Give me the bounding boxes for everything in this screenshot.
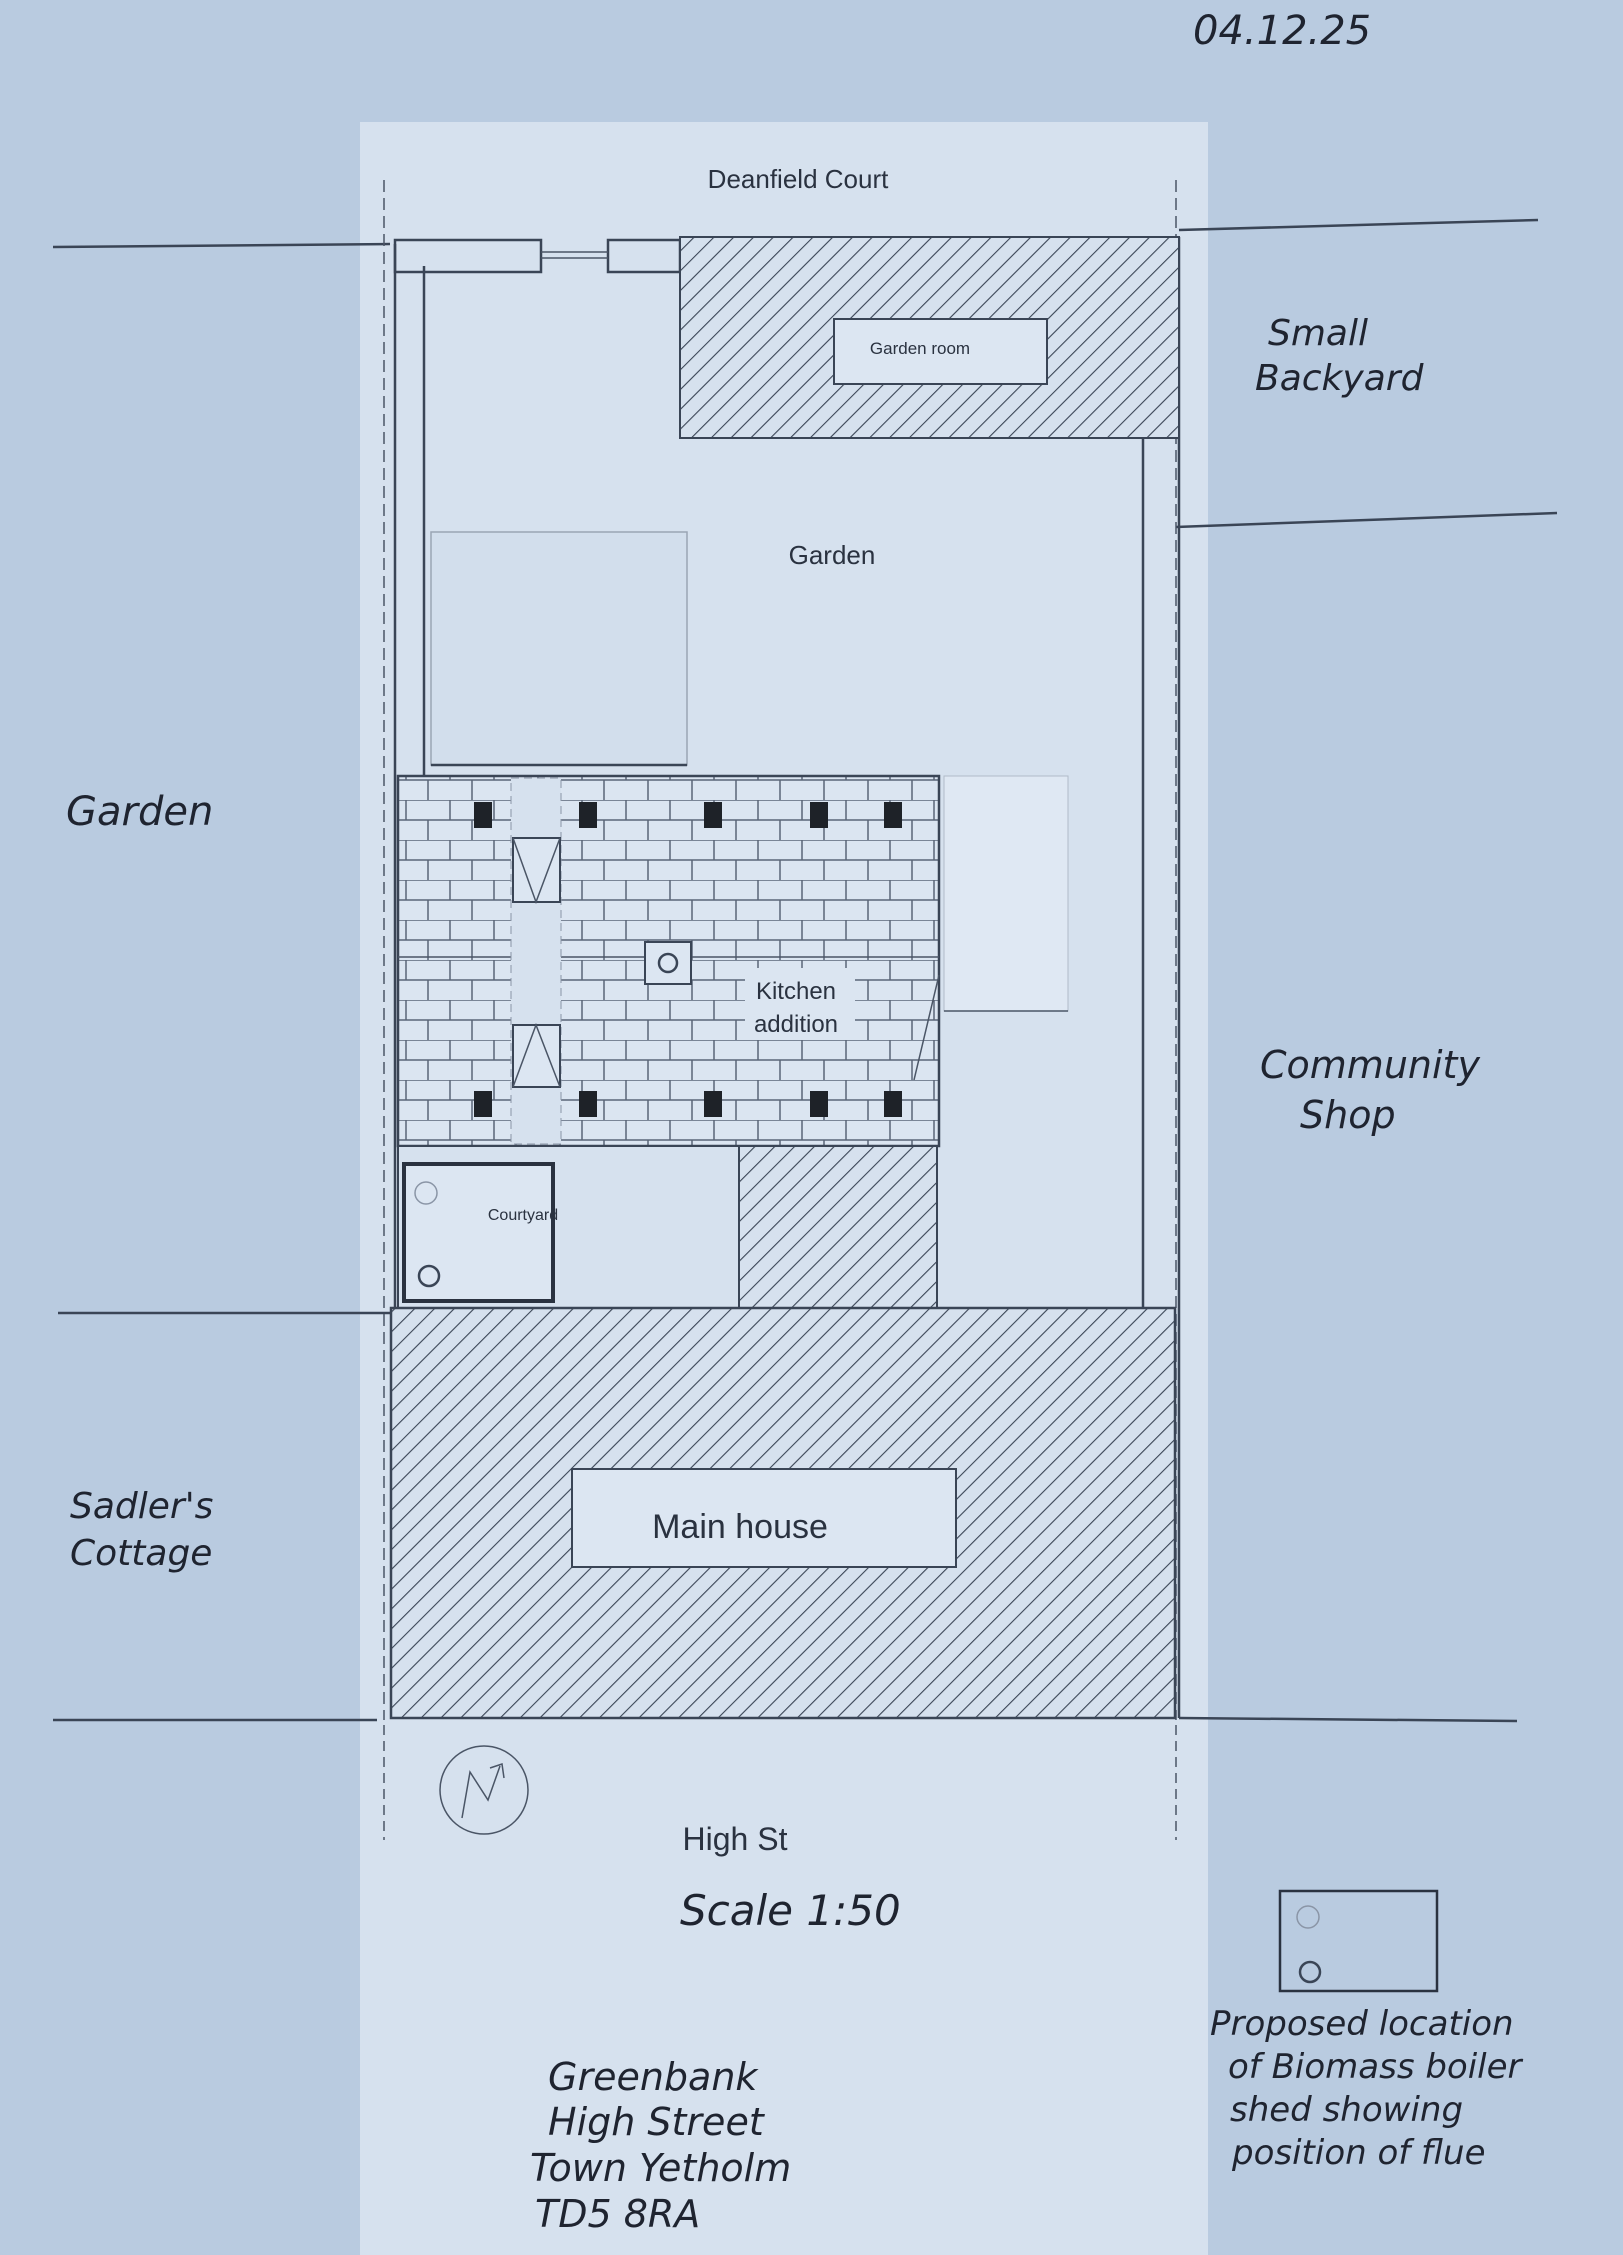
address-line: Greenbank [548, 2055, 759, 2099]
north-arrow-icon [439, 1745, 529, 1835]
main-house-label-box [571, 1468, 957, 1568]
legend-line: position of flue [1231, 2133, 1486, 2173]
courtyard-label: Courtyard [488, 1207, 558, 1224]
rooflight-bottom [512, 1022, 561, 1088]
legend: Proposed location of Biomass boiler shed… [1210, 1889, 1524, 2173]
address-line: High Street [548, 2100, 766, 2144]
garden-room-label-box [833, 318, 1048, 385]
community-shop-line2: Shop [1300, 1093, 1396, 1137]
courtyard-boiler-shed [402, 1162, 555, 1303]
structural-post [474, 1091, 492, 1117]
legend-flue-icon [1298, 1960, 1322, 1984]
structural-post [579, 802, 597, 828]
kitchen-label-bg [745, 968, 855, 1040]
structural-post [474, 802, 492, 828]
garden-neighbour-label: Garden [66, 789, 213, 835]
structural-post [704, 802, 722, 828]
date-label: 04.12.25 [1193, 8, 1371, 54]
garden-room-label: Garden room [870, 339, 970, 358]
address-block: Greenbank High Street Town Yetholm TD5 8… [530, 2055, 791, 2236]
flue-icon [417, 1264, 441, 1288]
kitchen-posts [474, 802, 902, 1117]
community-shop-line1: Community [1260, 1043, 1480, 1087]
legend-line: of Biomass boiler [1228, 2047, 1524, 2087]
legend-flue-old-icon [1296, 1905, 1320, 1929]
side-passage [943, 775, 1069, 1012]
outbuilding-hatched [738, 1145, 938, 1309]
garden-label: Garden [789, 540, 876, 570]
main-house-label: Main house [652, 1508, 828, 1546]
garden-bed [430, 531, 688, 766]
structural-post [884, 1091, 902, 1117]
structural-post [884, 802, 902, 828]
kitchen-label-line2: addition [754, 1011, 838, 1038]
structural-post [579, 1091, 597, 1117]
street-bottom-label: High St [683, 1821, 788, 1857]
structural-post [810, 1091, 828, 1117]
rooflight-strip [510, 777, 562, 1145]
address-line: Town Yetholm [530, 2146, 791, 2190]
legend-line: shed showing [1230, 2090, 1463, 2130]
sadlers-line1: Sadler's [70, 1486, 213, 1527]
scale-label: Scale 1:50 [680, 1886, 901, 1935]
structural-post [704, 1091, 722, 1117]
small-backyard-line1: Small [1268, 313, 1368, 354]
sadlers-line2: Cottage [70, 1533, 212, 1574]
legend-line: Proposed location [1210, 2004, 1514, 2044]
small-backyard-line2: Backyard [1255, 358, 1425, 399]
structural-post [810, 802, 828, 828]
legend-shed-symbol [1278, 1889, 1439, 1993]
address-line: TD5 8RA [535, 2192, 700, 2236]
street-top-label: Deanfield Court [708, 164, 889, 194]
flue-kitchen [644, 941, 692, 985]
flue-old-icon [414, 1181, 438, 1205]
kitchen-label-line1: Kitchen [756, 978, 836, 1005]
rooflight-top [512, 837, 561, 905]
